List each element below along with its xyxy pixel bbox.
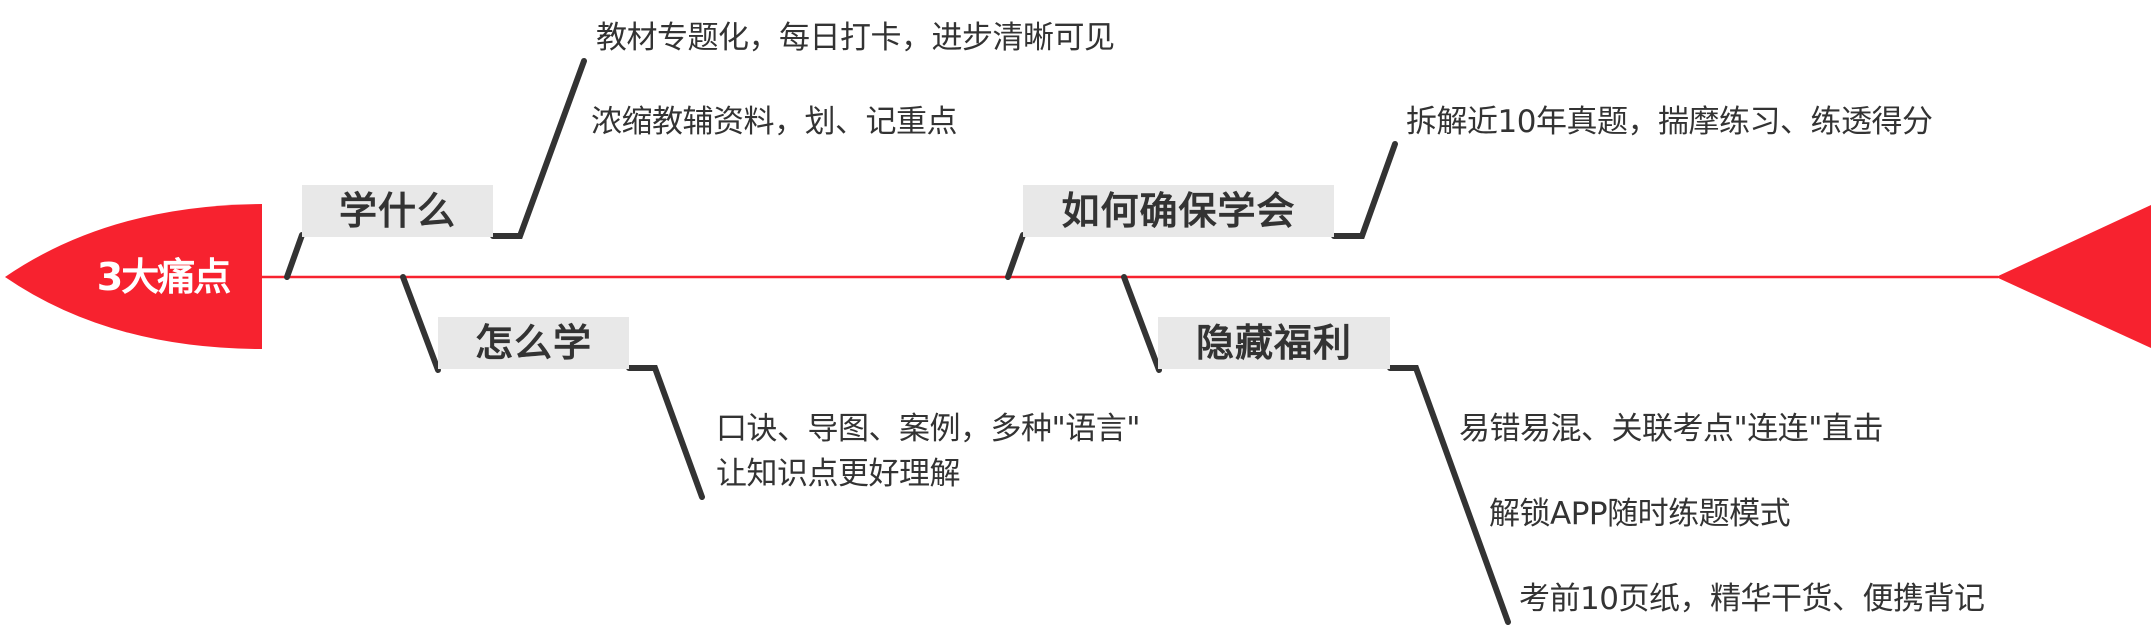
fish-tail-shape (1996, 205, 2151, 348)
connector-line-cat3 (1005, 232, 1026, 280)
leaf-text: 口诀、导图、案例，多种"语言" (716, 411, 1141, 447)
connector-line-cat1 (284, 232, 305, 280)
branch-line-cat1 (490, 58, 587, 239)
category-box-what-to-learn[interactable]: 学什么 (302, 185, 493, 237)
branch-line-cat2 (626, 365, 705, 500)
category-box-hidden-benefits[interactable]: 隐藏福利 (1158, 317, 1390, 369)
category-box-how-to-learn[interactable]: 怎么学 (438, 317, 629, 369)
branch-line-cat3 (1331, 141, 1398, 239)
leaf-text: 让知识点更好理解 (716, 456, 961, 492)
branch-line-cat4 (1387, 365, 1511, 625)
leaf-text: 解锁APP随时练题模式 (1489, 496, 1791, 532)
connector-line-cat2 (400, 274, 441, 373)
leaf-text: 拆解近10年真题，揣摩练习、练透得分 (1406, 104, 1933, 140)
head-label: 3大痛点 (96, 255, 231, 299)
category-box-ensure-mastery[interactable]: 如何确保学会 (1023, 185, 1334, 237)
leaf-text: 浓缩教辅资料，划、记重点 (591, 104, 958, 140)
connector-line-cat4 (1121, 274, 1162, 373)
fish-head-shape (5, 204, 262, 349)
leaf-text: 教材专题化，每日打卡，进步清晰可见 (596, 20, 1115, 56)
leaf-text: 易错易混、关联考点"连连"直击 (1459, 411, 1884, 447)
leaf-text: 考前10页纸，精华干货、便携背记 (1519, 581, 1985, 617)
